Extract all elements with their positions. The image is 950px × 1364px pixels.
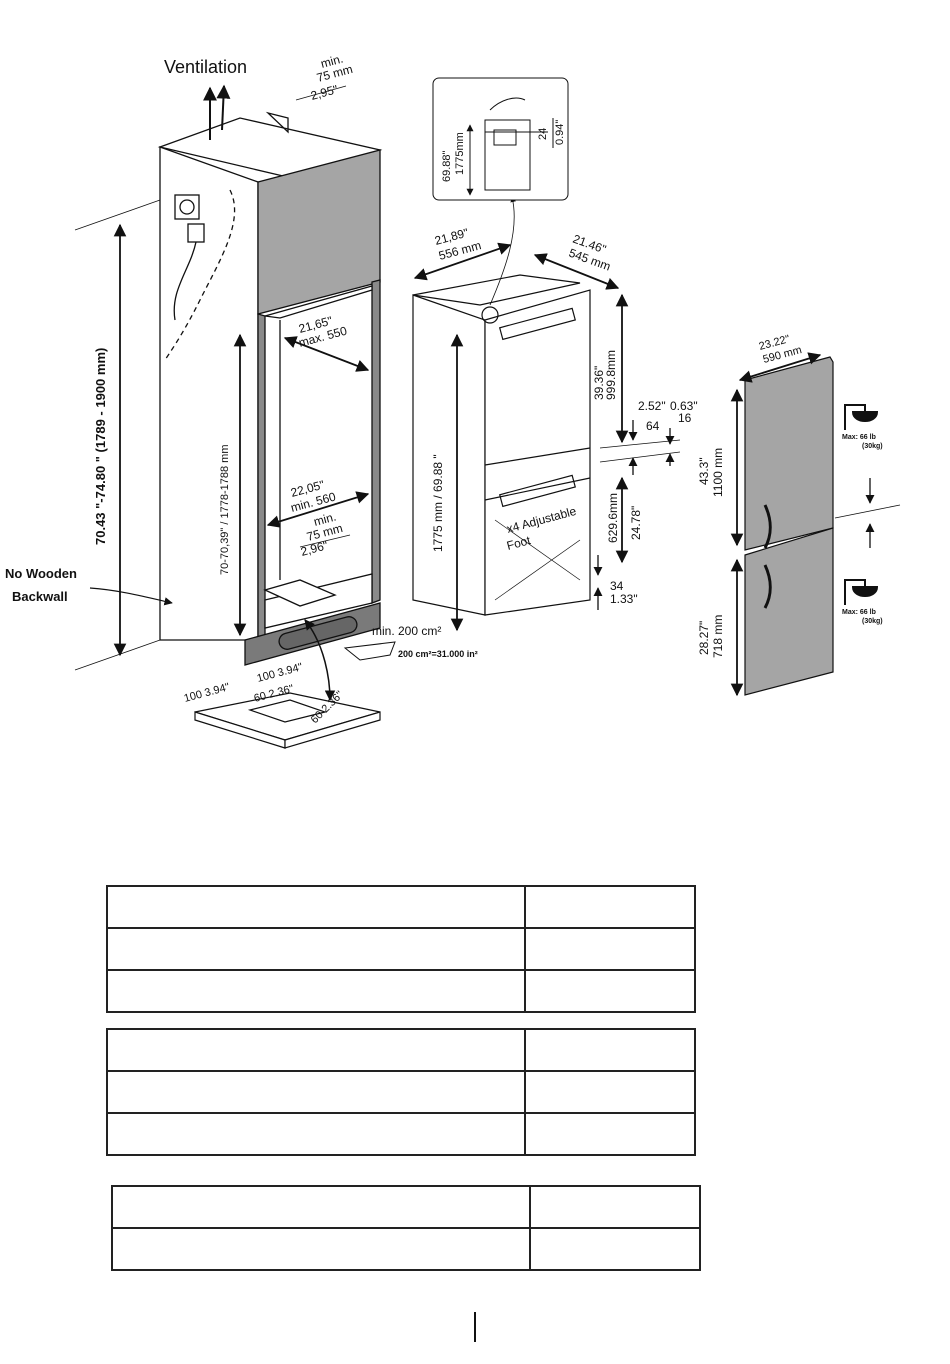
weight-icon [844,404,879,430]
bottom-vent-plate [194,692,381,749]
detail-inset [432,77,569,201]
label-foot-34: 34 [610,579,624,593]
table-cell [524,1070,696,1114]
table-row [111,1227,701,1271]
table-cell [524,927,696,971]
table-cell [106,1070,526,1114]
label-max-weight-1: Max: 66 lb [842,434,876,441]
dimension-lines-right [730,352,901,697]
empty-table-2 [106,1028,696,1156]
table-cell [529,1185,701,1229]
table-cell [524,1112,696,1156]
label-niche-height: 70-70,39" / 1778-1788 mm [219,445,231,576]
table-row [106,1070,696,1114]
table-cell [106,885,526,929]
table-cell [111,1185,531,1229]
page-marker [474,1312,476,1342]
label-detail-24: 24 [537,128,549,140]
label-max-weight-2: Max: 66 lb [842,609,876,616]
table-cell [524,969,696,1013]
table-row [106,927,696,971]
label-detail-094: 0.94" [554,120,566,145]
empty-table-1 [106,885,696,1013]
label-top-295: 2,95" [309,82,339,103]
label-gap-252: 2.52" [638,399,666,413]
label-foot-2: Foot [505,533,532,553]
table-cell [106,969,526,1013]
table-cell [524,885,696,929]
label-grid-100a: 100 3.94" [183,681,231,705]
label-detail-mm: 1775mm [454,132,466,175]
table-cell [106,1112,526,1156]
label-lower-mm: 629.6mm [606,493,620,543]
label-area-conversion: 200 cm²=31.000 in² [398,649,478,659]
label-door-lower-in: 28.27" [697,621,711,655]
label-upper-in: 39.36" [592,366,606,400]
label-ventilation: Ventilation [164,57,247,77]
table-row [106,1028,696,1072]
label-appliance-height: 1775 mm / 69.88 " [431,454,445,552]
label-door-upper-mm: 1100 mm [711,448,725,497]
label-gap-16: 16 [678,411,692,425]
table-cell [524,1028,696,1072]
table-cell [106,1028,526,1072]
installation-diagram: Ventilation min. 75 mm 2,95" 70.43 "-74.… [5,52,901,749]
label-grid-100b: 100 3.94" [256,661,304,685]
table-cell [106,927,526,971]
label-bottom-min: min. [312,510,338,529]
table-row [106,1112,696,1156]
table-cell [111,1227,531,1271]
label-door-upper-in: 43.3" [697,457,711,485]
label-no-wooden: No Wooden [5,566,77,581]
label-max-weight-1b: (30kg) [862,443,883,450]
table-row [106,885,696,929]
dimension-lines-middle [413,242,681,632]
table-row [111,1185,701,1229]
label-height-total: 70.43 "-74.80 " (1789 - 1900 mm) [93,348,108,545]
appliance-drawing [412,196,591,616]
label-gap-063: 0.63" [670,399,698,413]
weight-icon [844,579,879,605]
label-door-lower-mm: 718 mm [711,615,725,658]
label-backwall: Backwall [12,589,68,604]
label-detail-in: 69.88" [441,150,453,182]
label-bottom-296: 2,96" [299,538,329,559]
table-row [106,969,696,1013]
cabinet-drawing [157,84,383,666]
label-upper-mm: 999.8mm [604,350,618,400]
label-max-weight-2b: (30kg) [862,618,883,625]
label-gap-64: 64 [646,419,660,433]
label-foot-133: 1.33" [610,592,638,606]
label-lower-in: 24.78" [629,506,643,540]
door-panels [744,356,834,696]
table-cell [529,1227,701,1271]
label-top-min: min. [319,52,345,71]
empty-table-3 [111,1185,701,1271]
label-min-area: min. 200 cm² [372,624,441,638]
dimension-lines-left [74,85,396,702]
